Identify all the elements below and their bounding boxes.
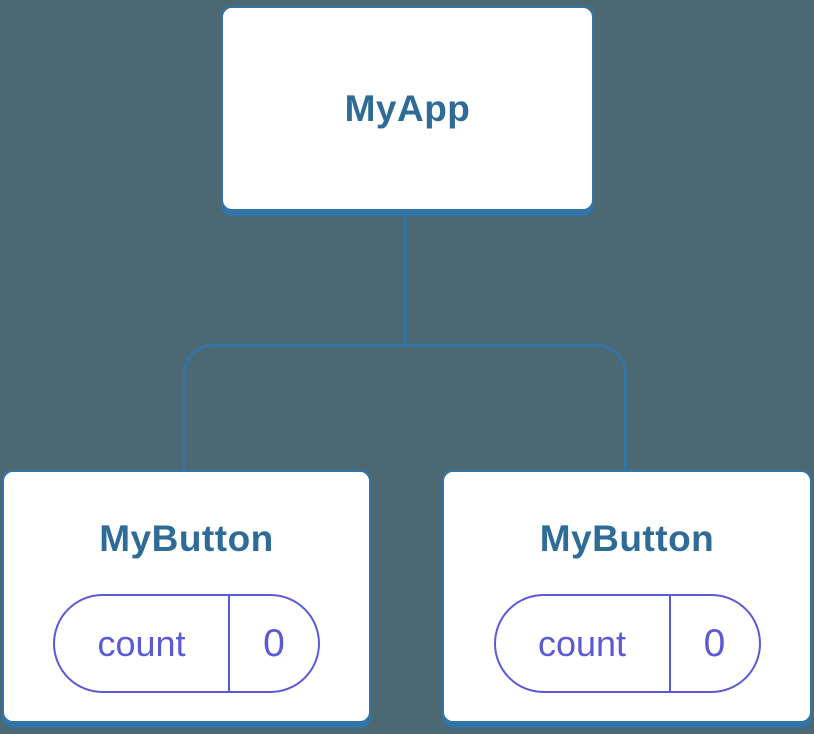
state-key-label: count [97, 622, 186, 664]
state-key-label: count [537, 622, 627, 664]
connector-branch [183, 344, 627, 472]
state-value: 0 [228, 596, 318, 691]
child-node-label: MyButton [99, 518, 274, 559]
tree-node-child-left: MyButton count 0 [2, 470, 371, 723]
root-node-label: MyApp [344, 87, 471, 129]
state-value: 0 [668, 596, 759, 691]
connector-stem [404, 210, 407, 346]
child-node-label: MyButton [539, 518, 715, 559]
state-pill: count 0 [493, 594, 761, 693]
tree-node-child-right: MyButton count 0 [442, 470, 812, 723]
state-pill: count 0 [53, 594, 320, 693]
tree-node-root: MyApp [221, 6, 594, 211]
